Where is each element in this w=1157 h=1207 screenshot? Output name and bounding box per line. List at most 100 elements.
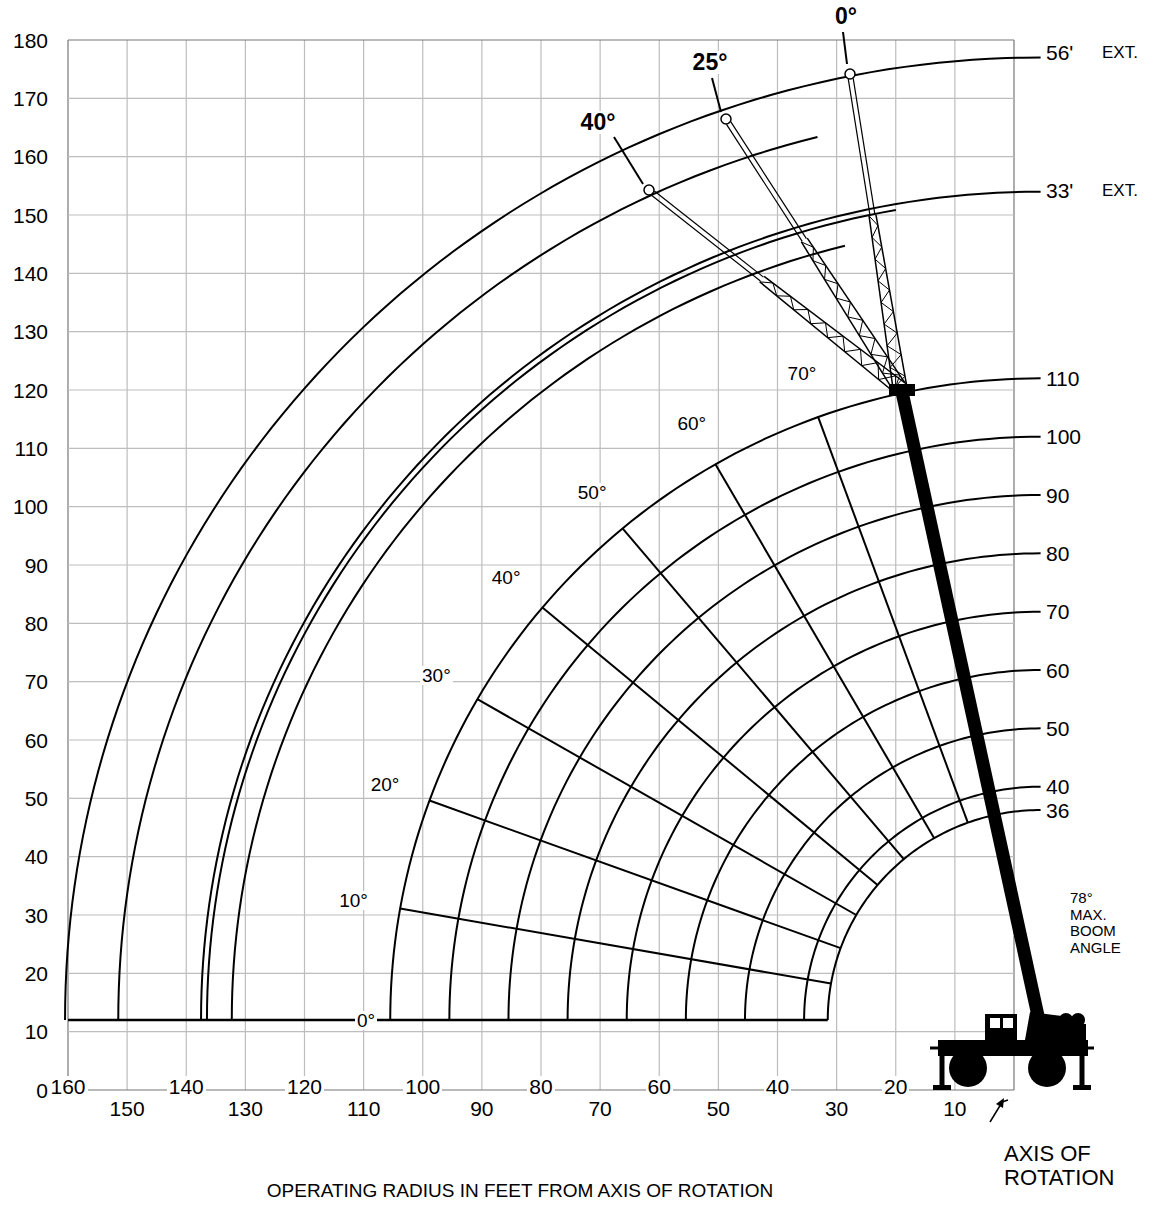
outrigger-pad [1073,1085,1091,1090]
jib-tube [853,78,875,215]
chart-label: 120 [285,1076,324,1097]
chart-label: 100 [1044,426,1083,447]
jib-lacing [760,282,896,394]
chart-label: 160 [11,146,50,167]
grid-line [68,681,1014,682]
radius-arc [804,787,1040,1020]
chart-label: 56' [1044,42,1075,63]
chart-label: 50 [23,788,50,809]
outrigger-pad [933,1085,951,1090]
chart-label: 20° [369,775,402,794]
chart-label: 50 [705,1098,732,1119]
jib-chord [760,282,896,394]
chart-label: 80 [1044,543,1071,564]
grid-line [68,39,1014,40]
leader-line [843,32,847,64]
chart-label: 150 [108,1098,147,1119]
chart-label: 30 [23,905,50,926]
chart-label: 25° [691,51,730,74]
chart-label: 60° [675,414,708,433]
chart-label: 140 [167,1076,206,1097]
chart-label: 10° [337,891,370,910]
grid-line [68,973,1014,974]
boom-head [889,384,915,396]
grid-line [68,389,1014,390]
grid-line [68,331,1014,332]
axis-tick [1002,1100,1008,1102]
chart-label: AXIS OF ROTATION [1002,1142,1126,1190]
crane-cab [985,1014,1017,1040]
chart-label: 40° [490,568,523,587]
chart-label: 70 [23,671,50,692]
chart-label: 40 [1044,776,1071,797]
chart-label: 36 [1044,800,1071,821]
main-boom [902,392,1040,1025]
chart-label: 130 [226,1098,265,1119]
chart-label: 70° [786,364,819,383]
chart-label: 90 [468,1098,495,1119]
chart-label: EXT. [1100,182,1140,199]
grid-line [68,506,1014,507]
chart-label: 70 [1044,601,1071,622]
chart-label: 20 [882,1076,909,1097]
radius-arc [828,810,1041,1020]
chart-label: 110 [1044,368,1081,389]
chart-label: 40 [23,846,50,867]
grid-line [68,156,1014,157]
chart-label: 70 [586,1098,613,1119]
chart-label: 80 [527,1076,554,1097]
chart-label: 40 [764,1076,791,1097]
wheel [949,1049,987,1087]
angle-line [400,909,831,984]
chart-label: 140 [11,263,50,284]
jib-tube [731,122,807,239]
axis-pointer-head [996,1098,1004,1108]
chart-label: 0° [355,1011,377,1030]
chart-label: 60 [1044,660,1071,681]
grid-line [68,448,1014,449]
chart-label: 90 [23,555,50,576]
angle-line [429,801,840,949]
chart-label: 10 [23,1021,50,1042]
zero-angle-line [68,1019,828,1022]
radius-arc [201,192,1041,1020]
jib-tip [845,69,855,79]
chart-label: 130 [11,321,50,342]
jib-tube [654,191,763,277]
jib-tube [727,124,803,241]
axis-pointer [990,1104,1001,1122]
angle-line [542,608,877,885]
chart-label: 20 [23,963,50,984]
jib-tube [848,79,870,216]
radius-arc [118,137,817,1020]
chart-label: 78° MAX. BOOM ANGLE [1068,890,1128,956]
outrigger [1080,1046,1085,1086]
radius-arc [207,210,896,1020]
chart-label: 60 [23,730,50,751]
chart-label: 30 [823,1098,850,1119]
chart-label: 100 [11,496,50,517]
chart-label: 30° [420,666,453,685]
chart-label: 100 [403,1076,442,1097]
chart-label: OPERATING RADIUS IN FEET FROM AXIS OF RO… [265,1181,775,1200]
angle-line [477,699,856,915]
outrigger [940,1046,945,1086]
chart-label: 10 [941,1098,968,1119]
angle-line [623,528,904,859]
grid-line [68,1031,1014,1032]
chart-label: 170 [11,88,50,109]
chart-label: 110 [13,438,50,459]
chart-label: 50° [576,483,609,502]
grid-line [68,273,1014,274]
radius-arc [232,246,845,1020]
axis-arrow [990,1098,1008,1122]
counterweight [1071,1013,1085,1027]
boom-arcs [65,58,1041,1020]
chart-label: 160 [48,1076,87,1097]
grid-line [68,739,1014,740]
angle-line [715,464,934,838]
chart-label: 40° [579,111,618,134]
jib-drawing [614,32,907,393]
